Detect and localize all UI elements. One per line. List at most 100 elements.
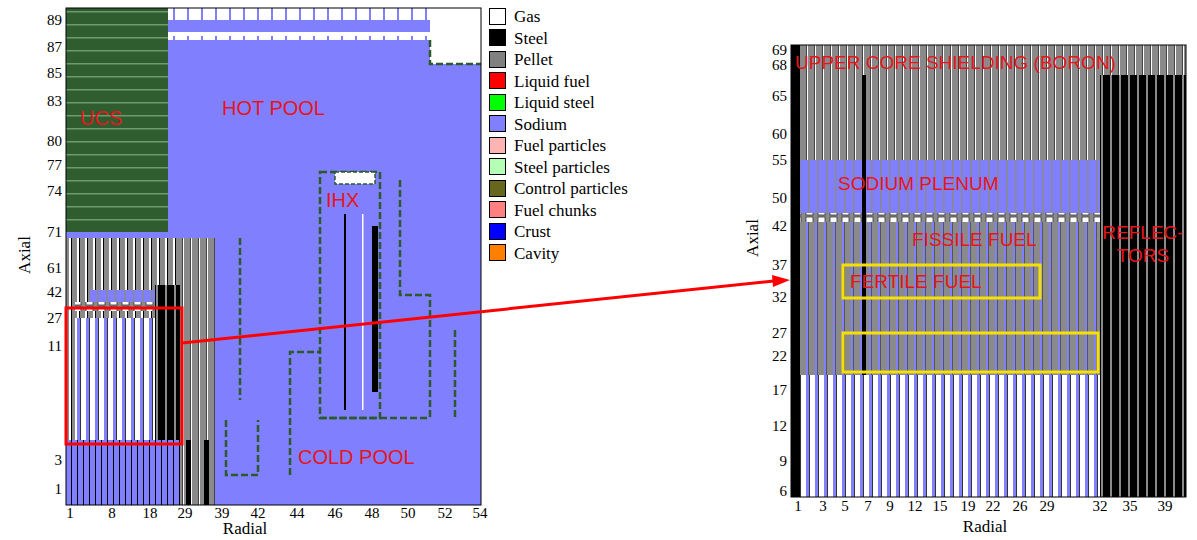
shielding [180,238,215,505]
axis-tick: 55 [772,153,787,168]
legend-text: Pellet [514,51,553,68]
dashed-structure [226,420,258,475]
region-label: HOT POOL [222,98,325,118]
axis-tick: 9 [780,454,788,469]
dashed-structure [400,180,430,418]
axis-tick: 8 [108,506,116,521]
axis-tick: 44 [290,506,305,521]
upper-core-structure [66,8,168,232]
steel-column [791,45,800,497]
steel-column [862,75,866,375]
axis-tick: 52 [438,506,453,521]
dashed-structure [320,417,430,420]
axis-tick: 27 [772,326,787,341]
region-label: IHX [326,190,359,210]
right-plot [791,45,1186,497]
axis-tick: 18 [143,506,158,521]
axis-tick: 1 [66,506,74,521]
axis-tick: 3 [819,499,827,514]
region-label: UCS [80,108,122,128]
sodium-plenum [800,160,1100,213]
legend-swatch [489,201,506,218]
axis-tick: 71 [47,225,62,240]
legend-swatch [489,158,506,175]
region-label: SODIUM PLENUM [838,174,998,193]
ihx-tube [344,214,346,410]
dashed-structure [430,40,481,64]
axis-tick: 80 [47,134,62,149]
axis-tick: 83 [47,94,62,109]
region-label: FERTILE FUEL [850,272,982,291]
axis-tick: 35 [1123,499,1138,514]
steel-bar [186,440,191,505]
axis-tick: 74 [47,184,62,199]
axis-tick: 61 [47,261,62,276]
sodium-plenum [90,290,155,302]
lower-core [75,318,155,440]
legend-swatch [489,115,506,132]
lower-region [800,375,1100,497]
axis-tick: 15 [933,499,948,514]
axis-tick: 9 [886,499,894,514]
axis-tick: 69 [772,43,787,58]
core-region [66,238,180,505]
axis-tick: 29 [178,506,193,521]
steel-bar [204,440,209,505]
arrow-head [772,275,790,287]
axis-tick: 46 [328,506,343,521]
reflectors [1100,75,1186,497]
axis-tick: 48 [365,506,380,521]
legend-swatch [489,223,506,240]
legend-text: Liquid fuel [514,72,590,89]
highlight-box [843,265,1040,298]
axis-tick: 50 [401,506,416,521]
axis-title: Radial [223,520,267,537]
axis-tick: 17 [772,383,787,398]
legend-text: Control particles [514,180,628,197]
axis-tick: 6 [780,484,788,499]
axis-tick: 89 [47,13,62,28]
region-label: FISSILE FUEL [912,230,1037,249]
ihx-tube [362,214,364,410]
axis-tick: 29 [1040,499,1055,514]
axis-tick: 77 [47,158,62,173]
legend-swatch [489,72,506,89]
legend-text: Crust [514,223,551,240]
legend-text: Gas [514,8,540,25]
axis-tick: 22 [772,349,787,364]
legend-text: Fuel particles [514,137,606,154]
legend-swatch [489,94,506,111]
plot-frame [791,45,1186,497]
cover-gas [168,8,430,40]
legend-text: Steel [514,29,548,46]
fuel-region [800,222,1100,375]
ihx-wall [372,226,378,392]
legend-swatch [489,180,506,197]
axis-tick: 26 [1013,499,1028,514]
axis-tick: 12 [772,419,787,434]
zoom-box [66,308,182,444]
axis-tick: 3 [55,453,63,468]
left-plot [66,8,481,505]
axis-title: Radial [963,518,1007,535]
legend-swatch [489,137,506,154]
lower-structure [66,440,180,505]
axis-tick: 65 [772,89,787,104]
axis-tick: 22 [986,499,1001,514]
axis-tick: 19 [961,499,976,514]
sodium-pool [66,8,481,505]
axis-tick: 27 [47,311,62,326]
axis-tick: 1 [794,499,802,514]
legend-text: Cavity [514,244,559,261]
axis-tick: 50 [772,191,787,206]
axis-tick: 1 [55,482,63,497]
axis-tick: 32 [772,290,787,305]
axis-tick: 7 [864,499,872,514]
axis-tick: 39 [215,506,230,521]
axis-title: Axial [744,219,761,257]
axis-tick: 60 [772,127,787,142]
axis-tick: 37 [772,258,787,273]
axis-tick: 5 [841,499,849,514]
legend-text: Fuel chunks [514,201,597,218]
